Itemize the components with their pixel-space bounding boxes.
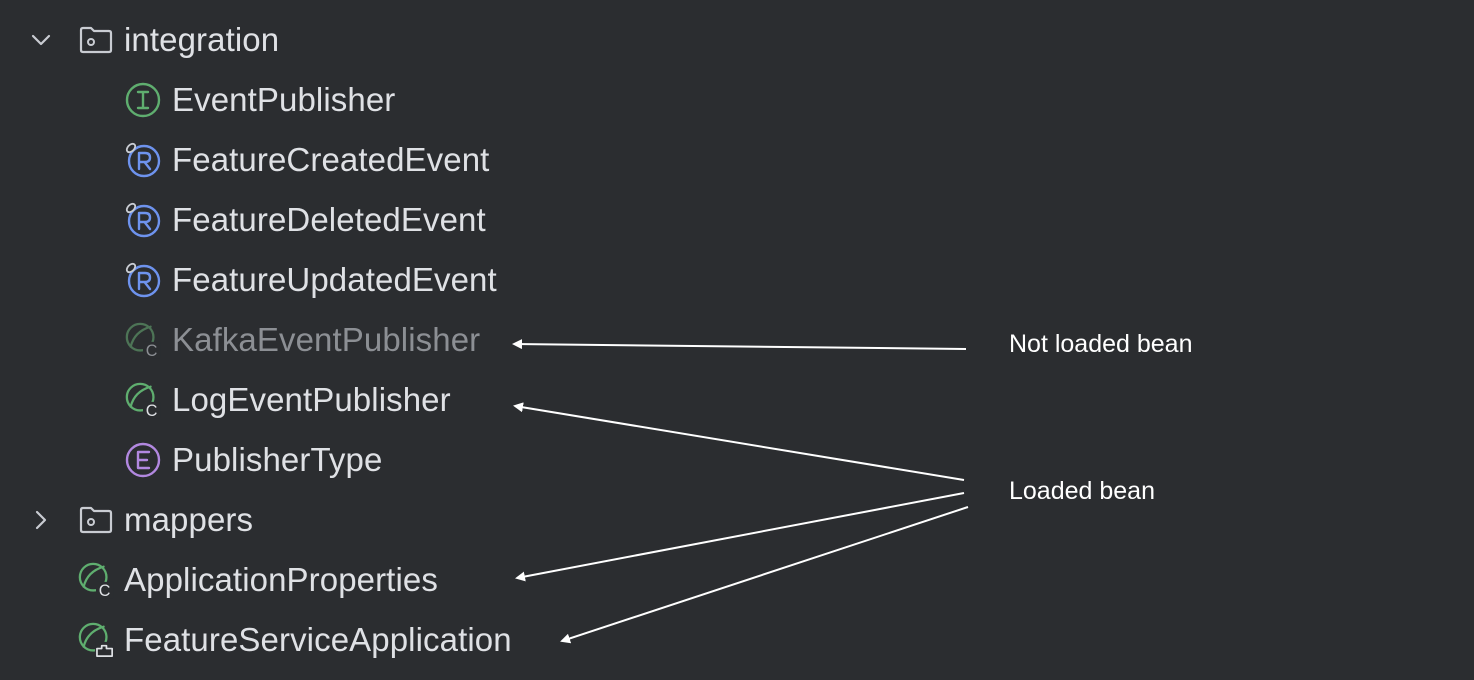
spring-boot-application-icon [77,621,115,659]
tree-node-publisher-type[interactable]: PublisherType [0,430,760,490]
tree-node-integration[interactable]: integration [0,10,760,70]
svg-text:C: C [146,342,158,360]
enum-icon [124,441,162,479]
tree-node-label: ApplicationProperties [124,561,438,598]
tree-node-event-publisher[interactable]: EventPublisher [0,70,760,130]
annotation-loaded-bean: Loaded bean [1009,477,1155,505]
tree-node-label: FeatureServiceApplication [124,621,512,658]
tree-node-label: FeatureDeletedEvent [172,201,486,238]
arrow-not-loaded [512,339,967,350]
tree-node-feature-created-event[interactable]: FeatureCreatedEvent [0,130,760,190]
spring-bean-class-icon: C [124,381,162,420]
arrow-loaded-feature-service-application [560,506,969,644]
tree-node-kafka-event-publisher[interactable]: C KafkaEventPublisher [0,310,760,370]
package-folder-icon [77,21,115,59]
annotation-not-loaded-bean: Not loaded bean [1009,330,1193,358]
spring-bean-class-icon: C [77,561,115,600]
tree-node-label: LogEventPublisher [172,381,451,418]
tree-node-application-properties[interactable]: C ApplicationProperties [0,550,760,610]
tree-node-label: integration [124,21,280,58]
record-icon [124,141,162,179]
tree-node-feature-service-application[interactable]: FeatureServiceApplication [0,610,760,670]
tree-node-label: EventPublisher [172,81,396,118]
record-icon [124,201,162,239]
tree-node-mappers[interactable]: mappers [0,490,760,550]
tree-node-label: FeatureCreatedEvent [172,141,490,178]
tree-node-label: KafkaEventPublisher [172,321,481,358]
tree-node-label: mappers [124,501,254,538]
tree-node-feature-deleted-event[interactable]: FeatureDeletedEvent [0,190,760,250]
tree-node-label: FeatureUpdatedEvent [172,261,497,298]
arrow-loaded-application-properties [515,492,965,582]
chevron-down-icon[interactable] [29,28,53,52]
svg-text:C: C [99,582,111,600]
tree-node-label: PublisherType [172,441,383,478]
project-tree: integration EventPublisher FeatureCreate… [0,10,760,670]
record-icon [124,261,162,299]
tree-node-feature-updated-event[interactable]: FeatureUpdatedEvent [0,250,760,310]
chevron-right-icon[interactable] [29,508,53,532]
package-folder-icon [77,501,115,539]
svg-text:C: C [146,402,158,420]
tree-node-log-event-publisher[interactable]: C LogEventPublisher [0,370,760,430]
interface-icon [124,81,162,119]
spring-bean-class-icon: C [124,321,162,360]
arrow-loaded-log-event-publisher [513,402,965,481]
